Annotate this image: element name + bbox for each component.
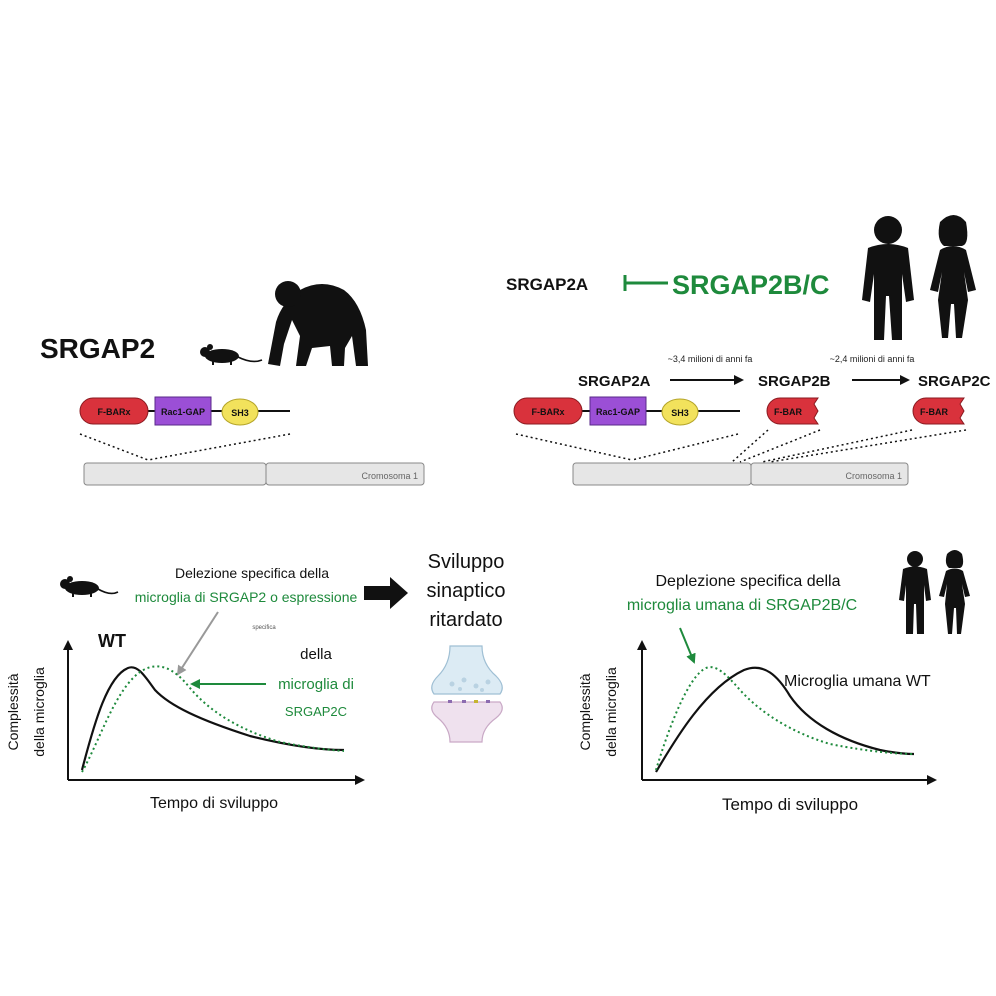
- annotation-depletion-line1: Deplezione specifica della: [656, 573, 841, 590]
- synapse-icon: [431, 645, 503, 743]
- chromosome-label-right: Cromosoma 1: [845, 471, 902, 481]
- svg-text:SH3: SH3: [671, 408, 689, 418]
- mouse-icon-bottom: [60, 576, 119, 597]
- svg-text:F-BAR: F-BAR: [920, 407, 948, 417]
- svg-text:F-BARx: F-BARx: [98, 407, 131, 417]
- gene-c-label: SRGAP2C: [918, 373, 991, 390]
- srgap2a-inhibitor-label: SRGAP2A: [506, 275, 588, 294]
- svg-text:Rac1-GAP: Rac1-GAP: [596, 407, 640, 417]
- domain-rac1gap-left: Rac1-GAP: [154, 396, 212, 426]
- bottom-left-panel: Delezione specifica della microglia di S…: [5, 565, 365, 812]
- wt-label: WT: [98, 631, 126, 651]
- domain-fbarx-left: F-BARx: [79, 397, 149, 425]
- ylabel-left-line1: Complessità: [5, 673, 21, 750]
- ylabel-left-line2: della microglia: [31, 667, 47, 757]
- wt-curve-right: [655, 666, 915, 773]
- man-silhouette-icon: [862, 216, 914, 340]
- green-pointer-arrow-right: [679, 627, 696, 664]
- result-line2: sinaptico: [427, 580, 506, 602]
- time-ab-label: ~3,4 milioni di anni fa: [668, 354, 753, 364]
- wt-label-right: Microglia umana WT: [784, 673, 931, 690]
- svg-text:F-BAR: F-BAR: [774, 407, 802, 417]
- top-right-panel: SRGAP2A SRGAP2B/C ~3,4 milioni di anni f…: [506, 215, 991, 486]
- domain-fbar-c: F-BAR: [912, 397, 965, 425]
- domain-sh3-right: SH3: [661, 398, 699, 426]
- time-bc-label: ~2,4 milioni di anni fa: [830, 354, 915, 364]
- domain-sh3-left: SH3: [221, 398, 259, 426]
- annotation-della: della: [300, 646, 332, 663]
- chimpanzee-icon: [268, 281, 368, 366]
- chromosome-label-left: Cromosoma 1: [361, 471, 418, 481]
- gene-a-label: SRGAP2A: [578, 373, 651, 390]
- ylabel-right-line1: Complessità: [577, 673, 593, 750]
- svg-text:F-BARx: F-BARx: [532, 407, 565, 417]
- result-line1: Sviluppo: [428, 551, 505, 573]
- annotation-srgap2c: SRGAP2C: [285, 704, 347, 719]
- annotation-deletion-line2: microglia di SRGAP2 o espressione: [135, 589, 358, 605]
- center-panel: Sviluppo sinaptico ritardato: [364, 551, 506, 743]
- ylabel-right-line2: della microglia: [603, 667, 619, 757]
- annotation-microglia-di: microglia di: [278, 676, 354, 693]
- mouse-icon: [200, 344, 263, 365]
- man-silhouette-icon-bottom: [899, 551, 931, 634]
- chromosome-left: Cromosoma 1: [83, 462, 425, 486]
- domain-rac1gap-right: Rac1-GAP: [589, 396, 647, 426]
- result-line3: ritardato: [429, 609, 502, 631]
- modified-curve-left: [81, 665, 345, 773]
- woman-silhouette-icon-bottom: [939, 550, 970, 634]
- annotation-small-specifica: specifica: [252, 625, 276, 631]
- domain-fbar-b: F-BAR: [766, 397, 819, 425]
- top-left-panel: SRGAP2 F-BARx Rac1-GAP SH3: [40, 281, 425, 486]
- gray-pointer-arrow: [176, 611, 219, 676]
- svg-text:SH3: SH3: [231, 408, 249, 418]
- result-arrow: [364, 577, 408, 609]
- srgap2bc-label: SRGAP2B/C: [672, 270, 830, 300]
- svg-text:Rac1-GAP: Rac1-GAP: [161, 407, 205, 417]
- annotation-deletion-line1: Delezione specifica della: [175, 565, 329, 581]
- xlabel-right: Tempo di sviluppo: [722, 795, 858, 814]
- srgap2-title: SRGAP2: [40, 333, 155, 364]
- inhibition-bar: [623, 275, 668, 291]
- chromosome-right: Cromosoma 1: [572, 462, 909, 486]
- woman-silhouette-icon: [930, 215, 976, 338]
- xlabel-left: Tempo di sviluppo: [150, 795, 278, 812]
- domain-fbarx-right: F-BARx: [513, 397, 583, 425]
- bottom-right-panel: Deplezione specifica della microglia uma…: [577, 550, 970, 814]
- annotation-depletion-line2: microglia umana di SRGAP2B/C: [627, 597, 857, 614]
- gene-b-label: SRGAP2B: [758, 373, 831, 390]
